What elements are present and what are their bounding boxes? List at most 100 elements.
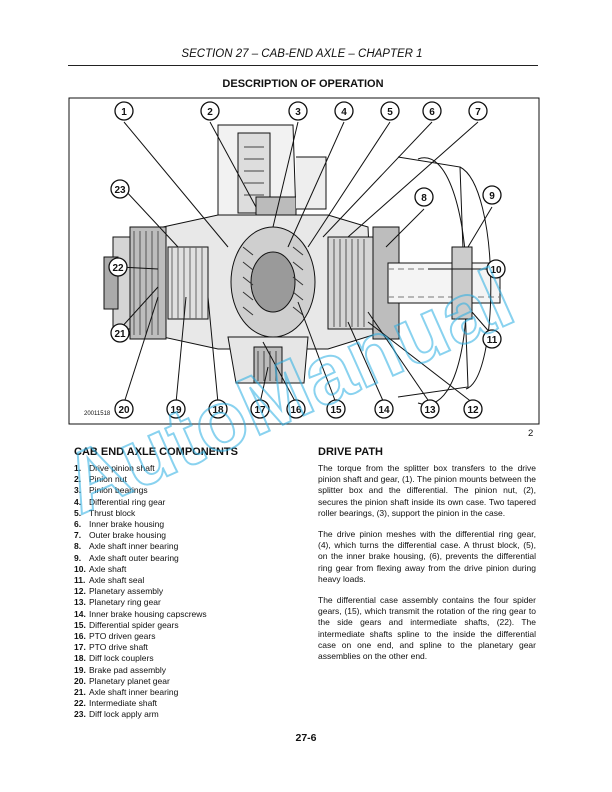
callout-label: 17	[254, 405, 266, 416]
differential-body	[162, 214, 374, 350]
component-number: 22.	[74, 698, 86, 709]
callout-label: 5	[387, 107, 393, 118]
component-label: Diff lock apply arm	[89, 709, 159, 720]
page-number: 27-6	[295, 732, 317, 744]
component-item: 8.Axle shaft inner bearing	[74, 541, 294, 552]
component-item: 22.Intermediate shaft	[74, 698, 294, 709]
component-number: 10.	[74, 563, 86, 574]
section-header: SECTION 27 – CAB-END AXLE – CHAPTER 1	[181, 48, 423, 60]
callout-5: 5	[380, 101, 400, 121]
component-item: 2. Pinion nut	[74, 474, 294, 485]
component-label: Planetary assembly	[89, 586, 164, 597]
drawing-id: 20011518	[84, 411, 111, 417]
component-item: 3. Pinion bearings	[74, 485, 294, 496]
callout-label: 6	[429, 107, 435, 118]
component-item: 6. Inner brake housing	[74, 519, 294, 530]
component-number: 16.	[74, 631, 86, 642]
component-label: Pinion nut	[89, 474, 127, 485]
component-number: 1.	[74, 463, 82, 473]
component-number: 19.	[74, 664, 86, 675]
component-number: 4.	[74, 496, 82, 507]
callout-21: 21	[110, 323, 130, 343]
callout-label: 15	[330, 405, 342, 416]
callout-19: 19	[166, 399, 186, 419]
component-label: Inner brake housing	[89, 519, 165, 530]
callout-label: 18	[212, 405, 224, 416]
left-brake-planetary	[103, 226, 209, 340]
component-number: 11.	[74, 575, 86, 586]
callout-leaders	[119, 121, 496, 404]
callout-label: 23	[114, 185, 126, 196]
component-label: Axle shaft seal	[89, 575, 145, 586]
callout-label: 4	[341, 107, 347, 118]
component-number: 7.	[74, 530, 82, 541]
component-label: Brake pad assembly	[89, 664, 167, 675]
component-label: Axle shaft inner bearing	[89, 687, 179, 698]
component-label: Drive pinion shaft	[89, 463, 155, 473]
pinion-housing	[217, 124, 327, 226]
callout-label: 19	[170, 405, 182, 416]
callout-label: 7	[475, 107, 481, 118]
component-label: PTO drive shaft	[89, 642, 148, 653]
component-item: 13.Planetary ring gear	[74, 597, 294, 608]
component-label: Axle shaft outer bearing	[89, 552, 179, 563]
figure-number: 2	[528, 428, 534, 439]
callout-label: 10	[490, 265, 502, 276]
drive-path-paragraph: The torque from the splitter box transfe…	[318, 463, 536, 518]
component-item: 15.Differential spider gears	[74, 620, 294, 631]
component-item: 19.Brake pad assembly	[74, 665, 294, 676]
callout-13: 13	[420, 399, 440, 419]
component-number: 14.	[74, 608, 86, 619]
callout-2: 2	[200, 101, 220, 121]
component-label: Intermediate shaft	[89, 698, 158, 709]
component-label: Differential spider gears	[89, 619, 179, 630]
callout-15: 15	[326, 399, 346, 419]
callout-label: 22	[112, 263, 124, 274]
callout-14: 14	[374, 399, 394, 419]
component-item: 18.Diff lock couplers	[74, 653, 294, 664]
callout-12: 12	[463, 399, 483, 419]
component-number: 21.	[74, 687, 86, 698]
figure-frame	[68, 97, 540, 425]
header-rule	[68, 65, 538, 66]
component-item: 10.Axle shaft	[74, 564, 294, 575]
callout-9: 9	[482, 185, 502, 205]
component-label: Axle shaft inner bearing	[89, 541, 179, 552]
axle-cross-section-figure: 1 2 3 4 5 6 7 8 9 10 11 12 13 14 15 16 1…	[68, 97, 540, 425]
axle-shaft	[387, 262, 501, 304]
drive-path-paragraph: The drive pinion meshes with the differe…	[318, 529, 536, 584]
component-item: 16.PTO driven gears	[74, 631, 294, 642]
component-number: 20.	[74, 675, 86, 686]
callout-label: 16	[290, 405, 302, 416]
callout-1: 1	[114, 101, 134, 121]
component-item: 12.Planetary assembly	[74, 586, 294, 597]
component-item: 14.Inner brake housing capscrews	[74, 609, 294, 620]
component-number: 23.	[74, 709, 86, 720]
component-number: 12.	[74, 586, 86, 597]
component-item: 21.Axle shaft inner bearing	[74, 687, 294, 698]
callout-23: 23	[110, 179, 130, 199]
components-title: CAB END AXLE COMPONENTS	[74, 446, 238, 458]
callout-7: 7	[468, 101, 488, 121]
component-item: 11.Axle shaft seal	[74, 575, 294, 586]
component-label: Planetary ring gear	[89, 597, 161, 608]
component-number: 2.	[74, 474, 82, 485]
component-label: Pinion bearings	[89, 485, 148, 496]
component-number: 3.	[74, 485, 82, 496]
drive-path-text: The torque from the splitter box transfe…	[318, 463, 536, 672]
callout-18: 18	[208, 399, 228, 419]
callout-17: 17	[250, 399, 270, 419]
callout-label: 1	[121, 107, 127, 118]
callout-label: 13	[424, 405, 436, 416]
component-number: 6.	[74, 519, 82, 530]
wheel-hub	[397, 156, 492, 405]
component-item: 7.Outer brake housing	[74, 530, 294, 541]
callout-22: 22	[108, 257, 128, 277]
drive-path-paragraph: The differential case assembly contains …	[318, 595, 536, 662]
component-label: Thrust block	[89, 507, 136, 518]
description-title: DESCRIPTION OF OPERATION	[222, 78, 384, 90]
component-item: 20.Planetary planet gear	[74, 676, 294, 687]
pto-housing	[227, 336, 309, 384]
callout-20: 20	[114, 399, 134, 419]
component-label: Inner brake housing capscrews	[89, 608, 207, 619]
